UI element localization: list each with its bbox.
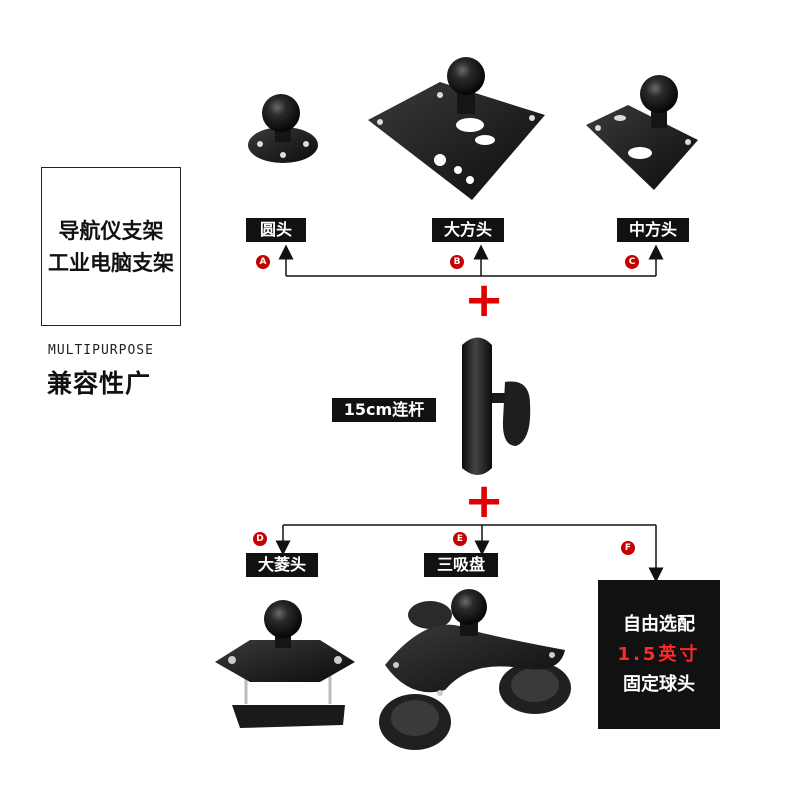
label-triple-suction: 三吸盘 (424, 553, 498, 577)
medium-square-mount-image (586, 75, 698, 190)
title-box: 导航仪支架 工业电脑支架 (41, 167, 181, 326)
top-connector-lines (278, 244, 664, 277)
label-round-head: 圆头 (246, 218, 306, 242)
option-line-1: 自由选配 (623, 613, 695, 635)
badge-f: F (621, 541, 635, 555)
badge-d: D (253, 532, 267, 546)
badge-a: A (256, 255, 270, 269)
bottom-connector-lines (275, 524, 664, 583)
plus-sign-bottom: + (464, 473, 505, 529)
triple-suction-mount-image (379, 589, 571, 750)
title-line-1: 导航仪支架 (58, 218, 164, 243)
plus-sign-top: + (464, 272, 505, 328)
optional-ball-head-box: 自由选配 1.5英寸 固定球头 (598, 580, 720, 729)
label-diamond-head: 大菱头 (246, 553, 318, 577)
badge-b: B (450, 255, 464, 269)
subtitle-chinese: 兼容性广 (47, 369, 152, 398)
option-line-3: 固定球头 (623, 673, 695, 695)
label-medium-square-head: 中方头 (617, 218, 689, 242)
title-line-2: 工业电脑支架 (48, 250, 174, 275)
subtitle-english: MULTIPURPOSE (48, 343, 154, 358)
large-square-mount-image (368, 57, 545, 200)
badge-e: E (453, 532, 467, 546)
diamond-head-mount-image (215, 600, 355, 728)
label-arm: 15cm连杆 (332, 398, 436, 422)
option-line-2: 1.5英寸 (617, 643, 701, 665)
badge-c: C (625, 255, 639, 269)
extension-arm-image (462, 337, 531, 475)
round-head-mount-image (248, 94, 318, 163)
label-large-square-head: 大方头 (432, 218, 504, 242)
